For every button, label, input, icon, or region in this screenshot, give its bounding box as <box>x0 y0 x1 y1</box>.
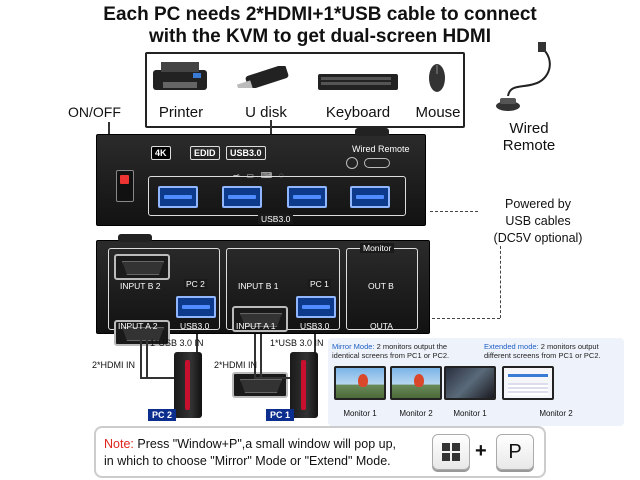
extended-mode-title: Extended mode: <box>484 342 539 351</box>
extended-desc-2: different screens from PC1 or PC2. <box>484 351 601 360</box>
pc1-hdmi-cable-b <box>260 334 262 378</box>
mirror-monitor-2 <box>390 366 442 400</box>
pc2-hdmi-cable-h <box>140 377 176 379</box>
pc1-hdmi-in-label: 2*HDMI IN <box>214 360 258 370</box>
extended-monitor-2-label: Monitor 2 <box>539 409 573 418</box>
wired-remote-label: Wired Remote <box>494 120 564 154</box>
mirror-monitor-1-label: Monitor 1 <box>343 409 377 418</box>
windows-key-icon <box>432 434 470 470</box>
powered-line-1: Powered by <box>504 197 571 211</box>
note-box <box>94 426 546 478</box>
extended-desc-1: 2 monitors output <box>540 342 599 351</box>
pc2-hdmi-in-label: 2*HDMI IN <box>92 360 136 370</box>
wired-remote-port-label: Wired Remote <box>352 144 410 154</box>
pc2-usb-in-label: 1*USB 3.0 IN <box>150 338 204 348</box>
pc2-usb-label: USB3.0 <box>180 321 210 331</box>
keyboard-label: Keyboard <box>325 104 391 121</box>
input-b1-label: INPUT B 1 <box>238 281 279 291</box>
powered-line-2: USB cables <box>505 214 571 228</box>
remote-usb-c-port <box>364 158 390 168</box>
note-line-1: Press "Window+P",a small window will pop… <box>133 437 396 451</box>
pc1-usb-label: USB3.0 <box>300 321 330 331</box>
usb-drive-icon <box>232 64 292 93</box>
pc1-usb-in-label: 1*USB 3.0 IN <box>270 338 324 348</box>
p-key: P <box>496 434 534 470</box>
pc1-hdmi-cable-a <box>254 334 256 378</box>
pc1-usb-cable <box>314 334 316 364</box>
remote-port-icon <box>346 157 358 169</box>
mirror-monitor-1 <box>334 366 386 400</box>
mirror-mode-title: Mirror Mode: <box>332 342 375 351</box>
onoff-connector <box>108 122 110 136</box>
out-b-label: OUT B <box>368 281 394 291</box>
hdmi-input-a2 <box>114 320 170 346</box>
note-text: Note: Press "Window+P",a small window wi… <box>104 436 396 470</box>
front-usb-port-2 <box>222 186 262 208</box>
back-knob <box>118 234 152 242</box>
mirror-desc-1: 2 monitors output the <box>376 342 448 351</box>
pc2-hdmi-cable-a <box>140 334 142 378</box>
pc1-tag: PC 1 <box>266 409 295 421</box>
title-line-1: Each PC needs 2*HDMI+1*USB cable to conn… <box>103 4 537 25</box>
badge-usb30: USB3.0 <box>226 146 266 160</box>
mirror-monitor-2-label: Monitor 2 <box>399 409 433 418</box>
wired-label-2: Remote <box>502 137 556 154</box>
pc1-hdmi-cable-h <box>254 377 292 379</box>
plus-sign: + <box>475 440 487 462</box>
extended-monitor-1 <box>444 366 496 400</box>
front-usb-label: USB3.0 <box>258 214 294 224</box>
pc2-tower-icon <box>174 352 202 418</box>
udisk-label: U disk <box>245 104 287 121</box>
title-line-2: with the KVM to get dual-screen HDMI <box>148 26 492 47</box>
pc1-usb-port <box>296 296 336 318</box>
page-title: Each PC needs 2*HDMI+1*USB cable to conn… <box>0 4 640 48</box>
note-prefix: Note: <box>104 437 134 451</box>
pc2-hdmi-cable-b <box>146 334 148 378</box>
pc2-tag: PC 2 <box>148 409 177 421</box>
extended-mode-desc: Extended mode: 2 monitors output differe… <box>484 342 624 360</box>
monitor-label: Monitor <box>360 243 395 253</box>
peripheral-connector <box>270 120 272 134</box>
printer-icon <box>149 60 211 94</box>
mirror-mode-desc: Mirror Mode: 2 monitors output the ident… <box>332 342 476 360</box>
onoff-label: ON/OFF <box>68 104 121 120</box>
mirror-desc-2: identical screens from PC1 or PC2. <box>332 351 450 360</box>
powered-dashed-line-top <box>430 211 478 212</box>
input-a1-label: INPUT A 1 <box>236 321 276 331</box>
powered-by-label: Powered by USB cables (DC5V optional) <box>478 196 598 247</box>
front-usb-port-4 <box>350 186 390 208</box>
input-a2-label: INPUT A 2 <box>118 321 158 331</box>
badge-edid: EDID <box>190 146 220 160</box>
printer-label: Printer <box>158 104 204 121</box>
hdmi-input-b2 <box>114 254 170 280</box>
hdmi-input-b1 <box>232 306 288 332</box>
extended-monitor-2 <box>502 366 554 400</box>
pc2-back-label: PC 2 <box>184 279 207 289</box>
pc2-usb-port <box>176 296 216 318</box>
front-knob <box>355 128 389 136</box>
out-a-label: OUTA <box>370 321 393 331</box>
pc1-tower-icon <box>290 352 318 418</box>
front-usb-port-1 <box>158 186 198 208</box>
wired-label-1: Wired <box>509 120 549 137</box>
wired-remote-icon <box>486 40 566 120</box>
keyboard-icon <box>318 70 398 92</box>
extended-monitor-1-label: Monitor 1 <box>453 409 487 418</box>
badge-4k: 4K <box>151 146 171 160</box>
input-b2-label: INPUT B 2 <box>120 281 161 291</box>
power-switch[interactable] <box>116 170 134 202</box>
powered-line-3: (DC5V optional) <box>493 231 583 245</box>
powered-dashed-vertical <box>500 246 501 318</box>
powered-dashed-line-bottom <box>432 318 500 319</box>
usb-port-icons: ⊸ ▭ ⌨ ◌ <box>233 171 284 180</box>
front-usb-port-3 <box>287 186 327 208</box>
pc1-back-label: PC 1 <box>308 279 331 289</box>
pc2-usb-cable <box>196 334 198 364</box>
mouse-label: Mouse <box>415 104 461 121</box>
mouse-icon <box>428 62 446 94</box>
note-line-2: in which to choose "Mirror" Mode or "Ext… <box>104 454 391 468</box>
